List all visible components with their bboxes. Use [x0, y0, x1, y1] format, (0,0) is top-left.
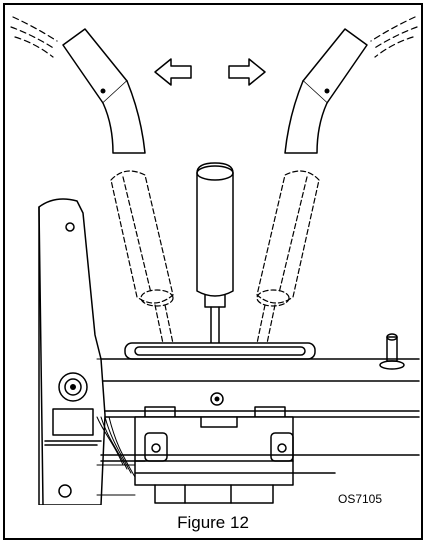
left-spray-lines [10, 16, 58, 58]
lever-left-position [110, 170, 176, 354]
left-nozzle [62, 28, 146, 154]
bottom-rails [100, 454, 420, 462]
figure-code: OS7105 [338, 492, 383, 506]
lever-right-position [254, 170, 320, 354]
right-nozzle [284, 28, 368, 154]
shifter-illustration [10, 16, 420, 505]
shift-gate [124, 342, 316, 360]
spring-cables [96, 358, 136, 496]
left-arrow-icon [154, 58, 192, 86]
mount-bracket [134, 392, 336, 504]
lever-center [196, 162, 234, 348]
right-spray-lines [370, 16, 418, 58]
side-plate [38, 198, 106, 505]
figure-caption: Figure 12 [177, 513, 249, 532]
right-arrow-icon [228, 58, 266, 86]
figure-frame: OS7105 Figure 12 [3, 3, 423, 540]
base-frame [100, 358, 420, 418]
frame-bolt [379, 333, 405, 370]
